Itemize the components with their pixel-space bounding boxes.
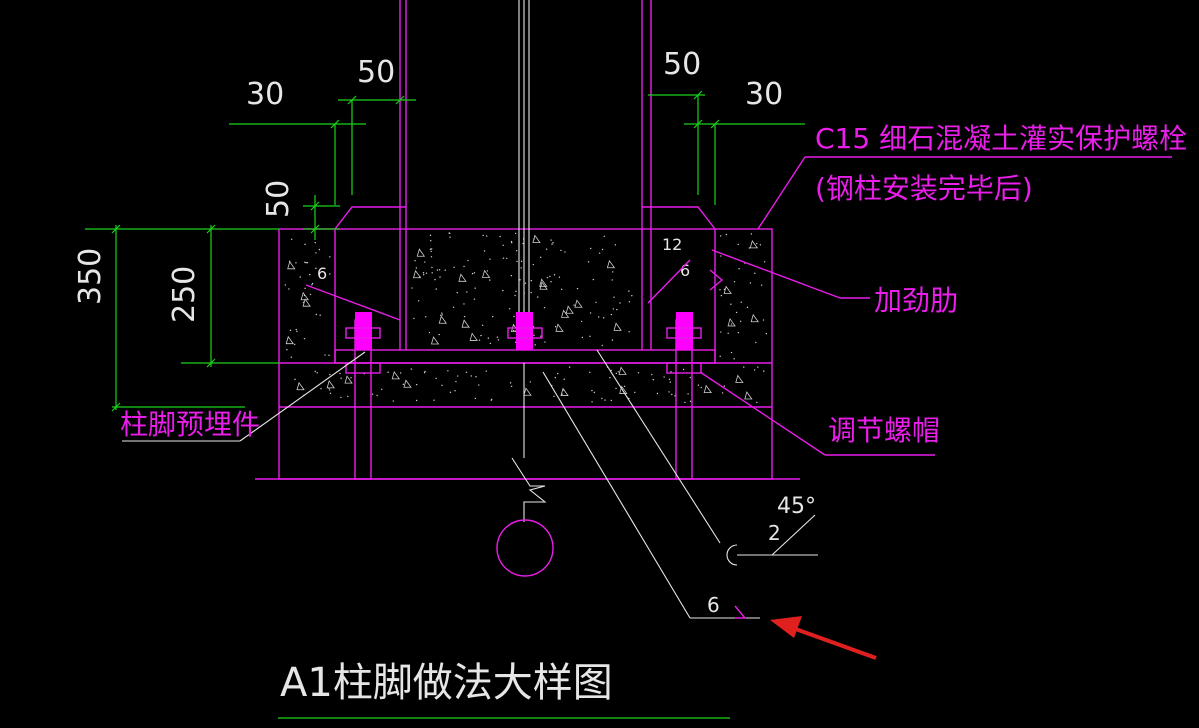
pedestal: [255, 228, 800, 480]
steel-column: [334, 0, 716, 522]
anchor-bolts: [345, 312, 702, 480]
weld-12: 12: [662, 235, 682, 254]
label-grout: C15 细石混凝土灌实保护螺栓: [815, 122, 1187, 155]
red-arrow: [770, 616, 877, 660]
dimension-texts: 30 50 50 30 50 350 250 12 6 6 6 2 45°: [73, 47, 816, 617]
label-grout-note: (钢柱安装完毕后): [815, 172, 1033, 205]
dim-50-side: 50: [261, 180, 296, 218]
dim-350: 350: [73, 248, 108, 305]
dim-30-right: 30: [745, 77, 783, 112]
dim-50-right: 50: [663, 47, 701, 82]
drawing-title: A1柱脚做法大样图: [280, 660, 613, 706]
leader-lines: [122, 156, 1172, 619]
weld-6-left: 6: [317, 264, 327, 283]
weld-2: 2: [768, 521, 781, 545]
dim-50-left: 50: [357, 55, 395, 90]
angle-45: 45°: [777, 494, 816, 519]
annotation-labels: C15 细石混凝土灌实保护螺栓 (钢柱安装完毕后) 加劲肋 柱脚预埋件 调节螺帽: [120, 122, 1187, 447]
weld-6-inner: 6: [680, 261, 690, 280]
weld-6-bottom: 6: [707, 593, 720, 617]
section-circle: [496, 519, 554, 577]
label-embedded-part: 柱脚预埋件: [120, 408, 260, 441]
dimension-lines: [85, 90, 805, 412]
dim-30-left: 30: [246, 77, 284, 112]
dim-250: 250: [167, 266, 202, 323]
label-adjusting-nut: 调节螺帽: [828, 414, 940, 447]
label-stiffener: 加劲肋: [874, 284, 958, 317]
